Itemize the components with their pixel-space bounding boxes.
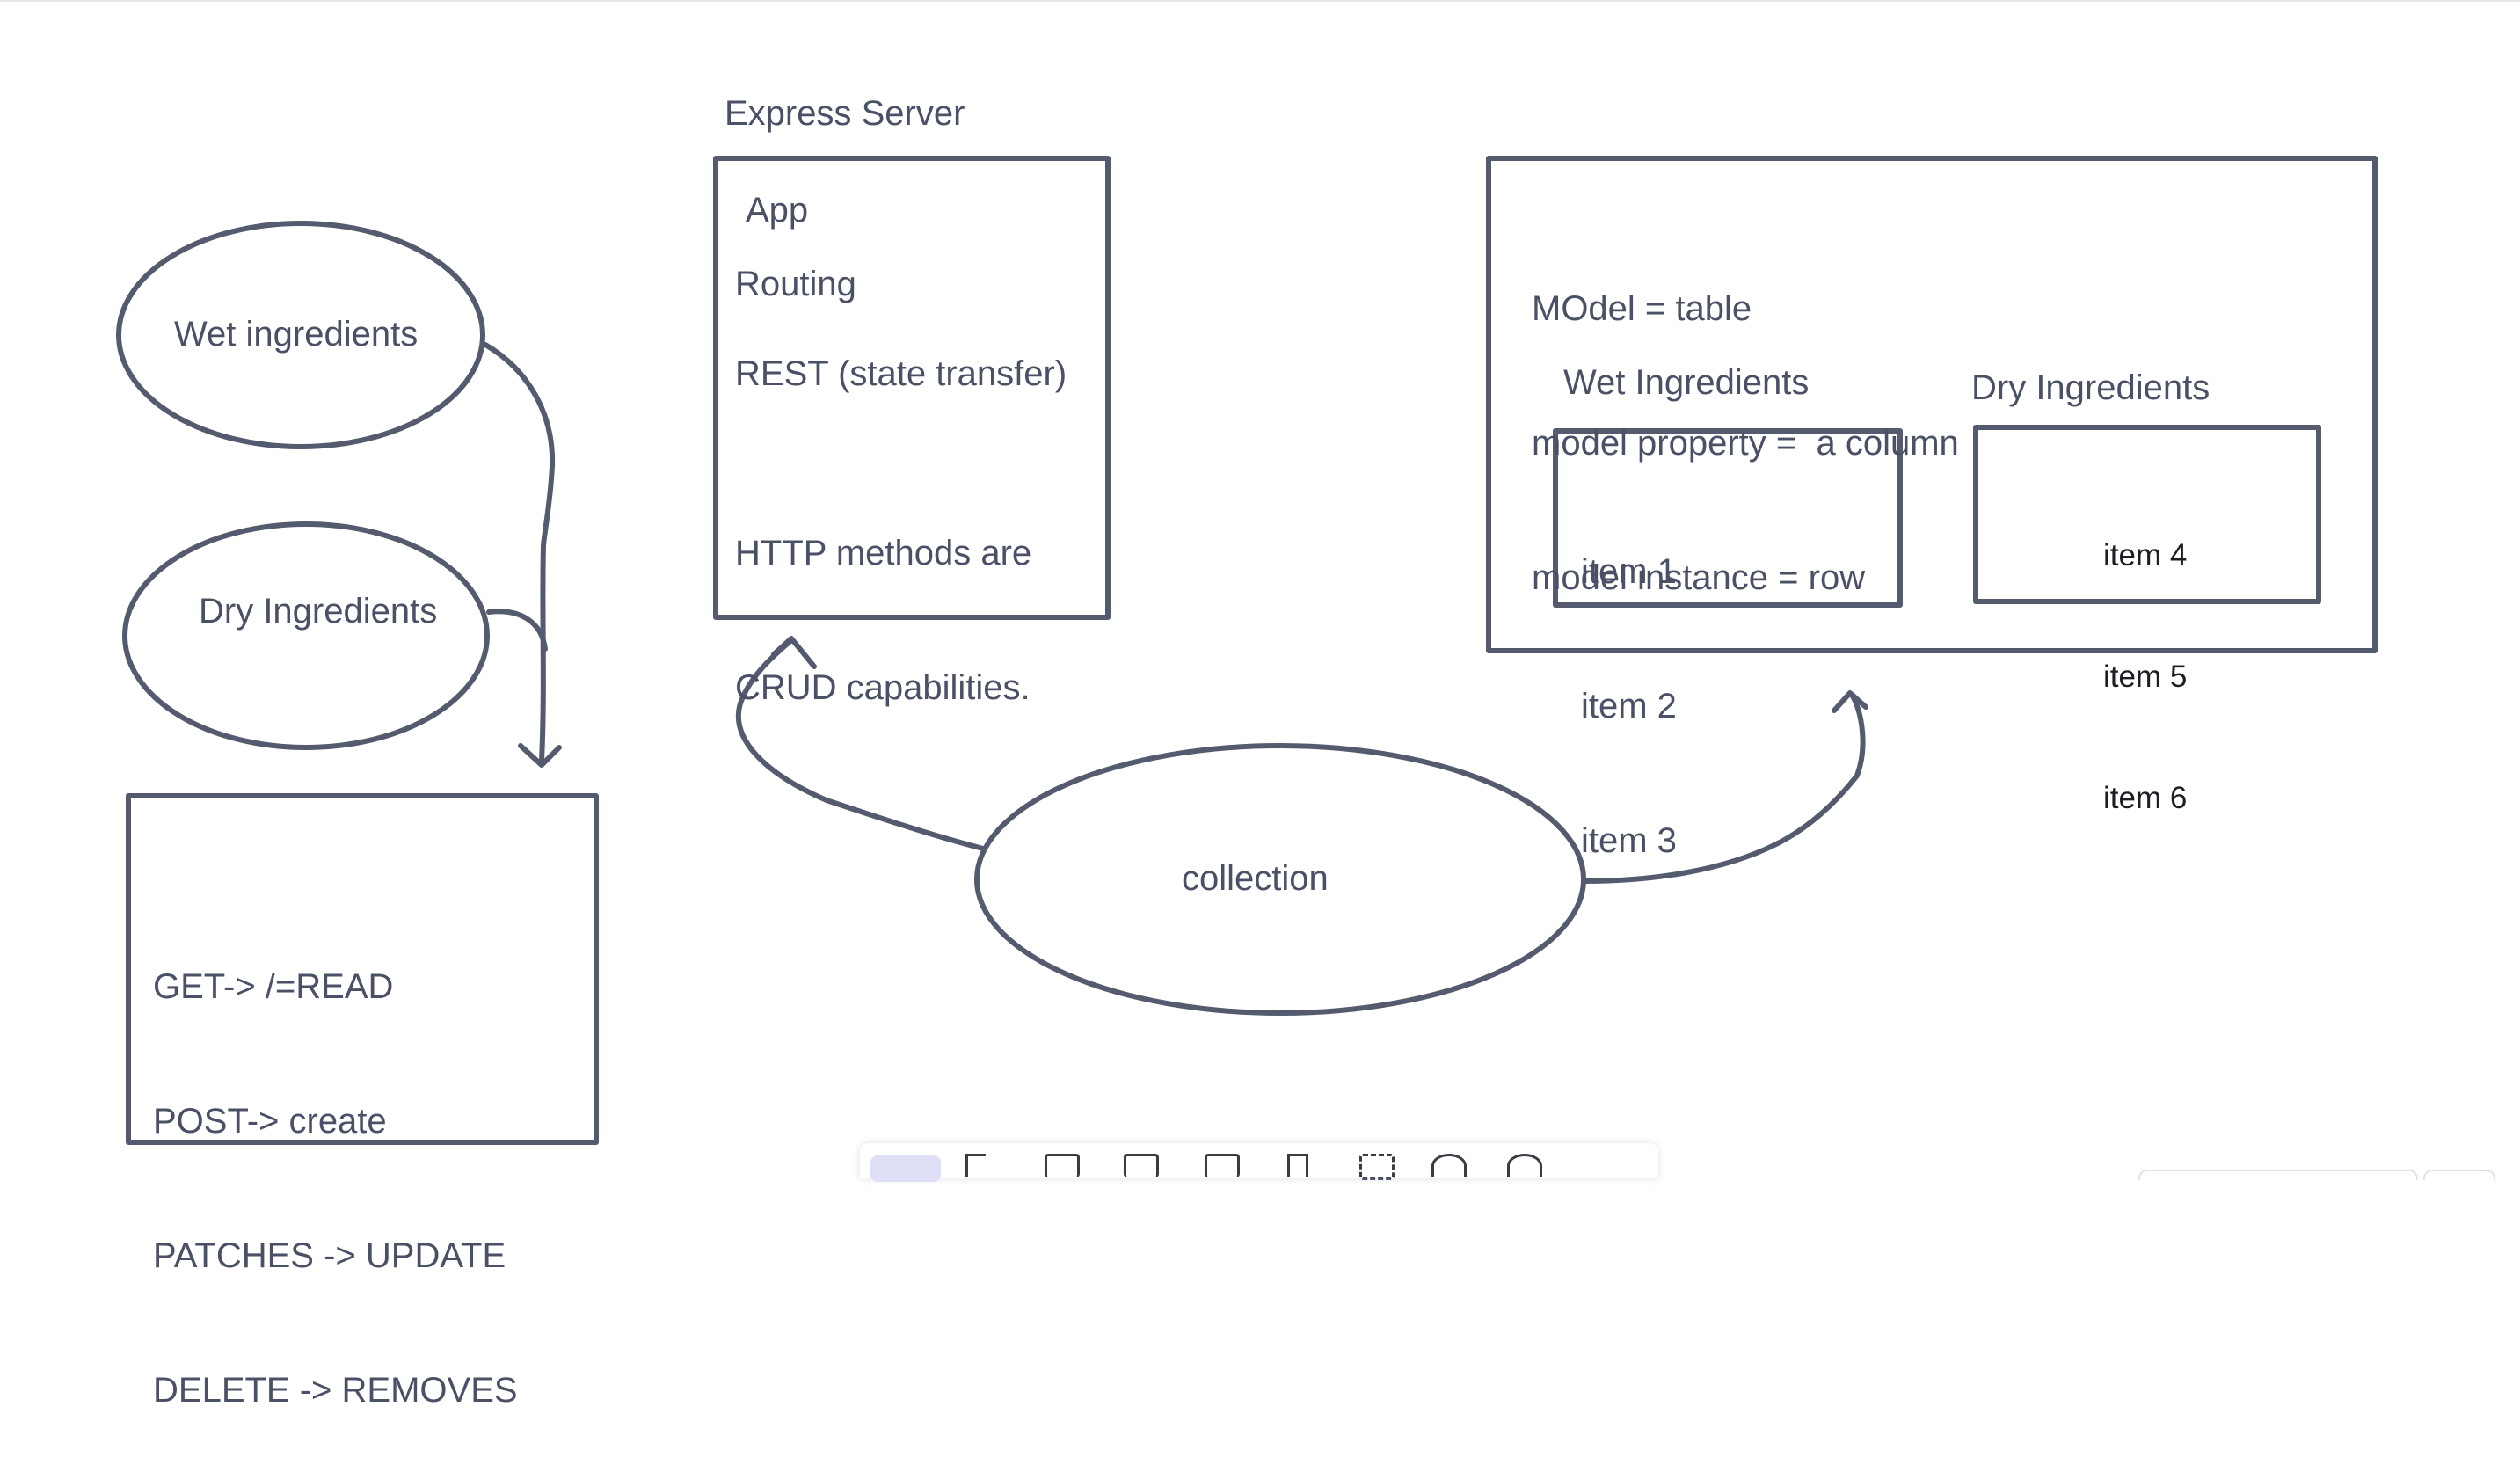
wet-to-methods-arrowhead (518, 743, 562, 768)
dry-to-arrow-connector[interactable] (486, 609, 548, 652)
dry-ingredients-ellipse[interactable] (122, 521, 490, 750)
dry-item-6: item 6 (2103, 781, 2188, 815)
model-box[interactable] (1486, 156, 2378, 653)
drawing-toolbar (860, 1143, 1658, 1182)
express-app-label: App (746, 191, 809, 230)
dry-items-list: item 4 item 5 item 6 (2103, 455, 2187, 859)
express-rest-label: REST (state transfer) (735, 354, 1067, 393)
wet-to-methods-arrow[interactable] (483, 342, 556, 763)
top-border (0, 0, 2520, 2)
wet-items-list: item 1 item 2 item 3 (1581, 460, 1677, 908)
diamond-tool-icon[interactable] (1124, 1154, 1159, 1177)
model-line-3: model instance = row (1532, 558, 1866, 597)
wet-item-1: item 1 (1581, 552, 1677, 591)
model-line-1: MOdel = table (1532, 289, 1752, 328)
wet-ingredients-label: Wet ingredients (174, 315, 419, 354)
methods-text: GET-> /=READ POST-> create PATCHES -> UP… (153, 875, 518, 1458)
dry-ingredients-box[interactable] (1973, 425, 2321, 604)
collection-label: collection (1182, 859, 1329, 898)
text-tool-icon[interactable] (1507, 1154, 1542, 1177)
dry-item-4: item 4 (2103, 538, 2188, 572)
rectangle-tool-icon[interactable] (1045, 1154, 1080, 1177)
dry-ingredients-title: Dry Ingredients (1971, 368, 2210, 407)
express-server-title: Express Server (725, 94, 965, 133)
dry-item-5: item 5 (2103, 660, 2188, 694)
wet-item-3: item 3 (1581, 821, 1677, 860)
draw-tool-icon[interactable] (1431, 1154, 1467, 1177)
express-server-box[interactable] (713, 156, 1111, 620)
methods-line-1: GET-> /=READ (153, 967, 394, 1006)
ellipse-tool-icon[interactable] (1205, 1154, 1240, 1177)
collection-to-model-arrowhead (1832, 690, 1868, 713)
model-line-2: model property = a column (1532, 424, 1959, 463)
wet-item-2: item 2 (1581, 687, 1677, 725)
wet-ingredients-ellipse[interactable] (116, 221, 485, 449)
methods-line-4: DELETE -> REMOVES (153, 1371, 518, 1410)
express-routing-label: Routing (735, 265, 856, 303)
dry-ingredients-label: Dry Ingredients (199, 592, 438, 631)
collection-to-express-arrowhead (771, 636, 817, 669)
methods-line-2: POST-> create (153, 1102, 387, 1141)
hand-tool-active-icon[interactable] (870, 1155, 941, 1182)
help-button[interactable] (2423, 1170, 2495, 1180)
whiteboard-canvas[interactable] (0, 0, 2520, 1177)
collection-to-express-arrow[interactable] (735, 639, 986, 851)
wet-ingredients-box[interactable] (1553, 428, 1903, 608)
collection-to-model-arrow[interactable] (1582, 692, 1866, 884)
methods-box[interactable] (126, 793, 599, 1145)
model-text: MOdel = table model property = a column … (1532, 197, 1959, 645)
arrow-tool-icon[interactable] (1287, 1154, 1308, 1177)
express-http-line-1: HTTP methods are (735, 534, 1032, 572)
selection-tool-icon[interactable] (965, 1154, 986, 1177)
wet-ingredients-title: Wet Ingredients (1563, 363, 1810, 402)
methods-line-3: PATCHES -> UPDATE (153, 1236, 506, 1275)
express-http-line-2: CRUD capabilities. (735, 668, 1031, 707)
zoom-controls-panel[interactable] (2138, 1170, 2418, 1180)
express-http-text: HTTP methods are CRUD capabilities. (735, 441, 1031, 755)
